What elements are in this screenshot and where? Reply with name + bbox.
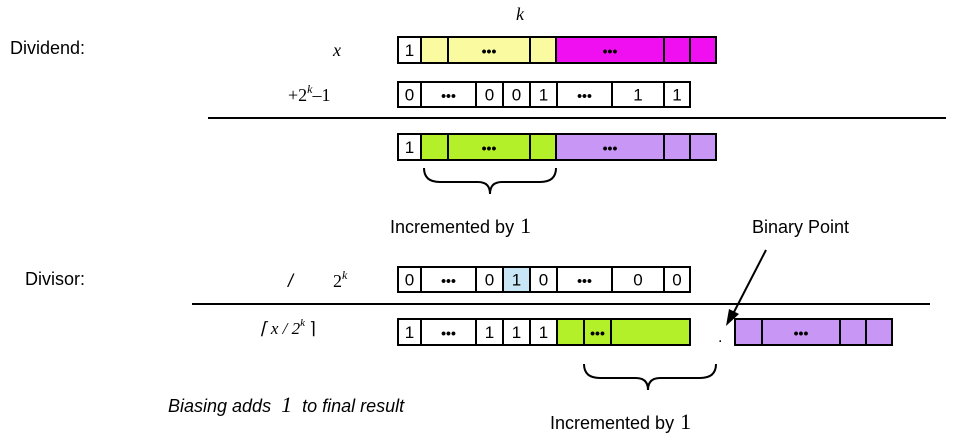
register-cell: [663, 133, 691, 161]
register-cell-text: 0: [405, 86, 414, 105]
register-cell-text: 1: [405, 138, 414, 157]
register-cell: [663, 266, 691, 293]
register-cell: [420, 318, 477, 346]
register-cell-text: •••: [482, 43, 497, 59]
register-cell-text: •••: [482, 140, 497, 156]
register-cell: [502, 266, 531, 293]
register-cell-text: 0: [485, 271, 494, 290]
binary-point-arrow-head: [726, 309, 739, 326]
register-cell-text: •••: [441, 273, 456, 289]
register-cell-text: •••: [441, 325, 456, 341]
register-cell: [865, 318, 893, 346]
register-cell: [502, 81, 531, 108]
ceil-label: ⌈ x / 2k ⌉: [260, 317, 316, 338]
register-cell-text: 1: [405, 41, 414, 60]
register-cell: [663, 36, 691, 64]
register-cell: [761, 318, 841, 346]
register-cell-text: 0: [405, 271, 414, 290]
register-cell-text: 0: [539, 271, 548, 290]
register-cell: [734, 318, 763, 346]
increment-brace-top: [423, 167, 557, 195]
register-cell-text: •••: [590, 325, 605, 341]
binary-point-dot: .: [718, 329, 722, 346]
register-cell: [529, 81, 558, 108]
x-label: x: [332, 40, 341, 60]
register-cell-text: 1: [672, 86, 681, 105]
register-cell-text: 0: [485, 86, 494, 105]
register-cell: [420, 133, 449, 161]
register-cell: [689, 133, 717, 161]
register-cell: [529, 266, 558, 293]
register-cell: [610, 318, 691, 346]
register-cell: [663, 81, 691, 108]
increment-brace-bottom: [583, 363, 717, 391]
register-cell: [556, 318, 585, 346]
register-cell-text: 1: [512, 323, 521, 342]
register-cell: [611, 266, 665, 293]
register-cell: [447, 133, 531, 161]
register-cell-text: 0: [672, 271, 681, 290]
divisor-label: Divisor:: [25, 269, 85, 289]
divide-slash: /: [286, 271, 295, 291]
register-cell-text: 0: [633, 271, 642, 290]
register-cell-text: 1: [405, 323, 414, 342]
register-cell-text: •••: [794, 325, 809, 341]
register-cell: [447, 36, 531, 64]
register-cell: [839, 318, 867, 346]
bias-label: +2k–1: [288, 82, 330, 105]
divisor-value: 2k: [333, 268, 348, 291]
register-cell-text: •••: [603, 43, 618, 59]
register-cell-text: 1: [512, 271, 521, 290]
register-cell-text: •••: [577, 273, 592, 289]
fraction-register: •••: [734, 318, 893, 346]
register-cell-text: •••: [577, 88, 592, 104]
register-cell: [555, 36, 665, 64]
register-cell: [420, 36, 449, 64]
binary-point-arrow-line: [733, 249, 767, 313]
binary-point-label: Binary Point: [752, 217, 849, 237]
sum-register: 1 ••• •••: [397, 133, 717, 161]
register-cell: [529, 133, 557, 161]
register-cell-text: •••: [603, 140, 618, 156]
register-cell: [689, 36, 717, 64]
dividend-label: Dividend:: [10, 38, 85, 58]
k-label: k: [516, 4, 525, 24]
register-cell-text: 1: [539, 323, 548, 342]
register-cell-text: 1: [539, 86, 548, 105]
register-cell-text: 1: [485, 323, 494, 342]
register-cell-text: 0: [512, 86, 521, 105]
register-cell: [475, 81, 504, 108]
register-cell: [529, 36, 557, 64]
register-cell-text: 1: [633, 86, 642, 105]
register-cell: [555, 133, 665, 161]
register-cell: [611, 81, 665, 108]
register-cell-text: •••: [441, 88, 456, 104]
dividend-register: 1 ••• •••: [397, 36, 717, 64]
